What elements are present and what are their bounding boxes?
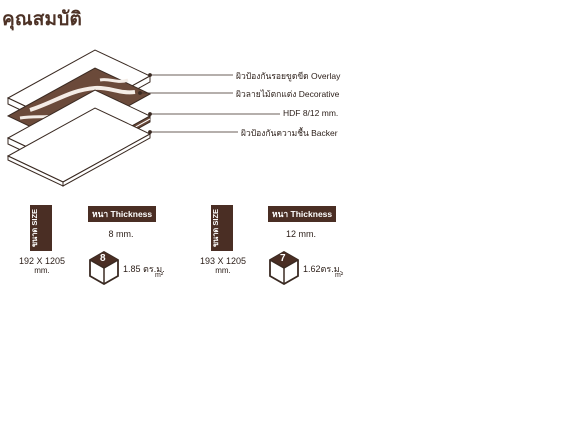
layer-label-decorative: ผิวลายไม้ตกแต่ง Decorative — [236, 89, 340, 99]
pieces-count: 8 — [100, 253, 106, 264]
box-icon — [269, 251, 299, 285]
thickness-value: 8 mm. — [108, 229, 134, 239]
layer-label-hdf: HDF 8/12 mm. — [283, 108, 339, 118]
box-icon — [89, 251, 119, 285]
thickness-badge: หนา Thickness — [88, 206, 157, 222]
laminate-layers-diagram — [6, 49, 280, 187]
size-value: 193 X 1205 mm. — [199, 256, 247, 275]
size-badge: ขนาด SIZE — [211, 205, 233, 251]
size-badge: ขนาด SIZE — [30, 205, 52, 251]
backer-layer-shape — [6, 107, 152, 187]
page-title: คุณสมบัติ — [2, 9, 83, 30]
area-value: 1.85 ตร.ม. m² — [123, 264, 165, 279]
layer-label-overlay: ผิวป้องกันรอยขูดขีด Overlay — [236, 71, 341, 81]
area-value: 1.62ตร.ม. m² — [303, 264, 344, 279]
size-value: 192 X 1205 mm. — [18, 256, 66, 275]
thickness-value: 12 mm. — [285, 229, 316, 239]
pieces-count: 7 — [280, 253, 286, 264]
thickness-badge: หนา Thickness — [268, 206, 337, 222]
layer-label-backer: ผิวป้องกันความชื้น Backer — [241, 128, 338, 138]
leader-lines — [138, 73, 280, 134]
